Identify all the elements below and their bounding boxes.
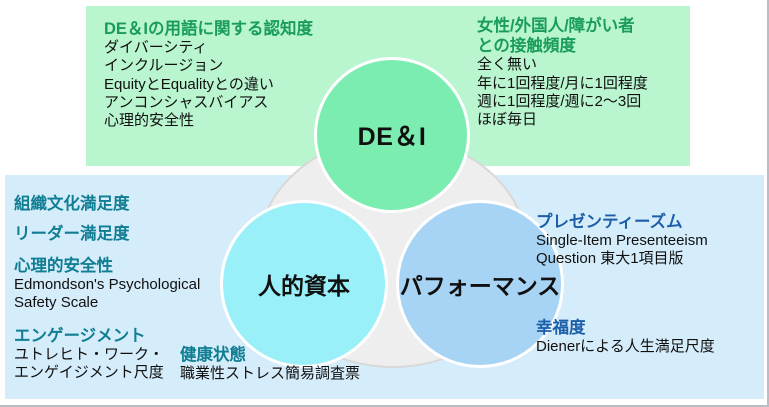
block-presenteeism-item-1: Question 東大1項目版 [536,250,684,268]
block-contact-frequency-heading-line1: 女性/外国人/障がい者 [477,17,635,35]
block-health-status-item-0: 職業性ストレス簡易調査票 [180,365,361,383]
block-psychological-safety-item-0: Edmondson's Psychological [14,276,201,294]
block-contact-frequency: 女性/外国人/障がい者 との接触頻度 全く無い 年に1回程度/月に1回程度 週に… [477,16,648,129]
venn-circle-human-capital: 人的資本 [220,200,388,368]
block-culture-satisfaction: 組織文化満足度 [14,194,130,214]
block-dei-terms-item-2: EquityとEqualityとの違い [104,75,274,93]
block-presenteeism-heading: プレゼンティーズム [536,213,683,231]
block-psychological-safety-heading: 心理的安全性 [14,257,113,275]
venn-circle-performance: パフォーマンス [396,200,564,368]
block-psychological-safety: 心理的安全性 Edmondson's Psychological Safety … [14,256,200,313]
block-happiness-item-0: Dienerによる人生満足尺度 [536,338,715,356]
block-contact-frequency-item-0: 全く無い [477,56,538,74]
block-contact-frequency-item-1: 年に1回程度/月に1回程度 [477,74,648,92]
block-contact-frequency-item-3: ほぼ毎日 [477,111,538,129]
block-presenteeism: プレゼンティーズム Single-Item Presenteeism Quest… [536,212,708,269]
venn-diagram: DE＆I 人的資本 パフォーマンス [220,57,564,368]
venn-circle-performance-label: パフォーマンス [399,273,561,299]
block-psychological-safety-item-1: Safety Scale [14,294,99,312]
venn-circle-human-capital-label: 人的資本 [258,273,350,299]
block-leader-satisfaction-heading: リーダー満足度 [14,225,130,243]
block-culture-satisfaction-heading: 組織文化満足度 [14,195,130,213]
block-dei-terms: DE＆Iの用語に関する認知度 ダイバーシティ インクルージョン EquityとE… [104,19,313,131]
block-health-status: 健康状態 職業性ストレス簡易調査票 [180,345,360,383]
block-happiness: 幸福度 Dienerによる人生満足尺度 [536,318,715,356]
block-happiness-heading: 幸福度 [536,319,586,337]
block-health-status-heading: 健康状態 [180,346,246,364]
block-dei-terms-item-1: インクルージョン [104,57,224,75]
block-engagement-item-0: ユトレヒト・ワーク・ [14,346,164,364]
block-dei-terms-heading: DE＆Iの用語に関する認知度 [104,20,314,38]
block-contact-frequency-heading-line2: との接触頻度 [477,37,576,56]
venn-circle-dei: DE＆I [314,57,470,213]
block-engagement-item-1: エンゲイジメント尺度 [14,364,164,382]
block-contact-frequency-item-2: 週に1回程度/週に2〜3回 [477,92,642,110]
block-dei-terms-item-0: ダイバーシティ [104,39,208,57]
block-dei-terms-item-3: アンコンシャスバイアス [104,94,269,112]
block-leader-satisfaction: リーダー満足度 [14,224,130,244]
block-dei-terms-item-4: 心理的安全性 [104,112,195,130]
venn-circle-dei-label: DE＆I [357,123,427,151]
block-presenteeism-item-0: Single-Item Presenteeism [536,232,708,250]
block-engagement-heading: エンゲージメント [14,327,146,345]
block-engagement: エンゲージメント ユトレヒト・ワーク・ エンゲイジメント尺度 [14,326,164,383]
